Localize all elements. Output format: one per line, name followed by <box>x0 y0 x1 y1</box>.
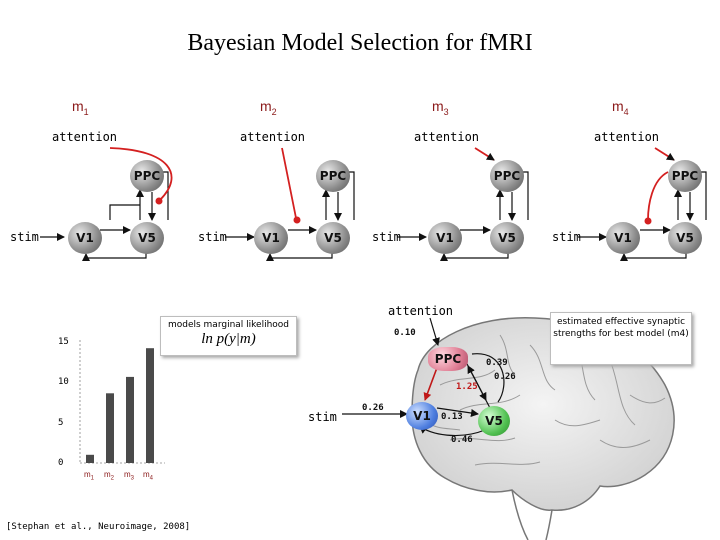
model-diagrams: m1 attention stim PPC V1 V5 m2 attention… <box>10 98 707 261</box>
bar-m2 <box>106 393 114 463</box>
y-tick-15: 15 <box>58 337 69 347</box>
model-2-arrows <box>225 147 355 261</box>
bar-m3 <box>126 376 134 463</box>
likelihood-formula: ln p(y|m) <box>201 331 256 347</box>
bar-label-m1: m1 <box>84 470 95 482</box>
brain-attention-label: attention <box>388 304 454 318</box>
model-4-node-ppc: PPC <box>668 160 702 192</box>
model-connections <box>40 147 707 261</box>
slide-title: Bayesian Model Selection for fMRI <box>187 30 533 56</box>
weight-ppc-out: 0.39 <box>486 358 508 368</box>
model-3-label: m3 <box>432 98 449 117</box>
model-1-stim-label: stim <box>10 230 39 244</box>
citation: [Stephan et al., Neuroimage, 2008] <box>6 522 191 532</box>
model-3-node-ppc: PPC <box>490 160 524 192</box>
weight-attention-ppc: 0.10 <box>394 328 416 338</box>
y-tick-5: 5 <box>58 418 64 428</box>
likelihood-bar-svg <box>79 340 165 464</box>
model-4-attention-label: attention <box>594 130 660 144</box>
y-tick-10: 10 <box>58 377 69 387</box>
model-4-node-v5: V5 <box>668 222 702 254</box>
weight-v1-v5: 0.13 <box>441 412 463 422</box>
model-3-attention-label: attention <box>414 130 480 144</box>
brain-v1-to-v5 <box>436 407 479 417</box>
brain-svg <box>342 317 675 540</box>
bar-label-m3: m3 <box>124 470 135 482</box>
model-4-label: m4 <box>612 98 629 117</box>
model-3-node-v1: V1 <box>428 222 462 254</box>
model-1-label: m1 <box>72 98 89 117</box>
model-1-arrows <box>40 147 173 261</box>
model-3-node-v5: V5 <box>490 222 524 254</box>
bar-label-m2: m2 <box>104 470 115 482</box>
brain-panel: attention stim PPC V1 V5 0.10 0.39 0.26 … <box>300 290 720 540</box>
model-1-attention-label: attention <box>52 130 118 144</box>
brain-stim-label: stim <box>308 410 337 424</box>
brain-ppc-out <box>471 353 505 403</box>
bar-m1 <box>86 454 94 463</box>
bar-label-m4: m4 <box>143 470 154 482</box>
model-4-arrows <box>578 147 707 261</box>
model-2-stim-label: stim <box>198 230 227 244</box>
model-2-node-v5: V5 <box>316 222 350 254</box>
brain-node-ppc: PPC <box>428 347 468 371</box>
model-2-label: m2 <box>260 98 277 117</box>
likelihood-chart: 15 10 5 0 m1 m2 m3 m4 models marginal li… <box>0 300 300 540</box>
brain-attention-arrow <box>429 317 440 346</box>
weight-stim-v1: 0.26 <box>362 403 384 413</box>
likelihood-caption: models marginal likelihood <box>167 320 290 330</box>
model-2-attention-label: attention <box>240 130 306 144</box>
weight-modulation: 1.25 <box>456 382 478 392</box>
model-4-stim-label: stim <box>552 230 581 244</box>
model-2-node-v1: V1 <box>254 222 288 254</box>
model-2-node-ppc: PPC <box>316 160 350 192</box>
brain-modulation-arrow <box>423 364 439 401</box>
model-3-arrows <box>397 147 529 261</box>
model-1-node-v1: V1 <box>68 222 102 254</box>
weight-v5-ppc: 0.26 <box>494 372 516 382</box>
model-1-node-ppc: PPC <box>130 160 164 192</box>
brain-node-v5: V5 <box>478 406 510 436</box>
y-tick-0: 0 <box>58 458 64 468</box>
brain-outline <box>411 317 675 540</box>
likelihood-caption-box: models marginal likelihood ln p(y|m) <box>160 316 297 356</box>
bar-m4 <box>146 348 154 463</box>
model-4-node-v1: V1 <box>606 222 640 254</box>
model-3-stim-label: stim <box>372 230 401 244</box>
synaptic-strength-note: estimated effective synaptic strengths f… <box>550 312 692 365</box>
model-1-node-v5: V5 <box>130 222 164 254</box>
weight-v5-v1: 0.46 <box>451 435 473 445</box>
brain-node-v1: V1 <box>406 402 438 430</box>
brain-ppc-to-v5 <box>465 361 487 401</box>
